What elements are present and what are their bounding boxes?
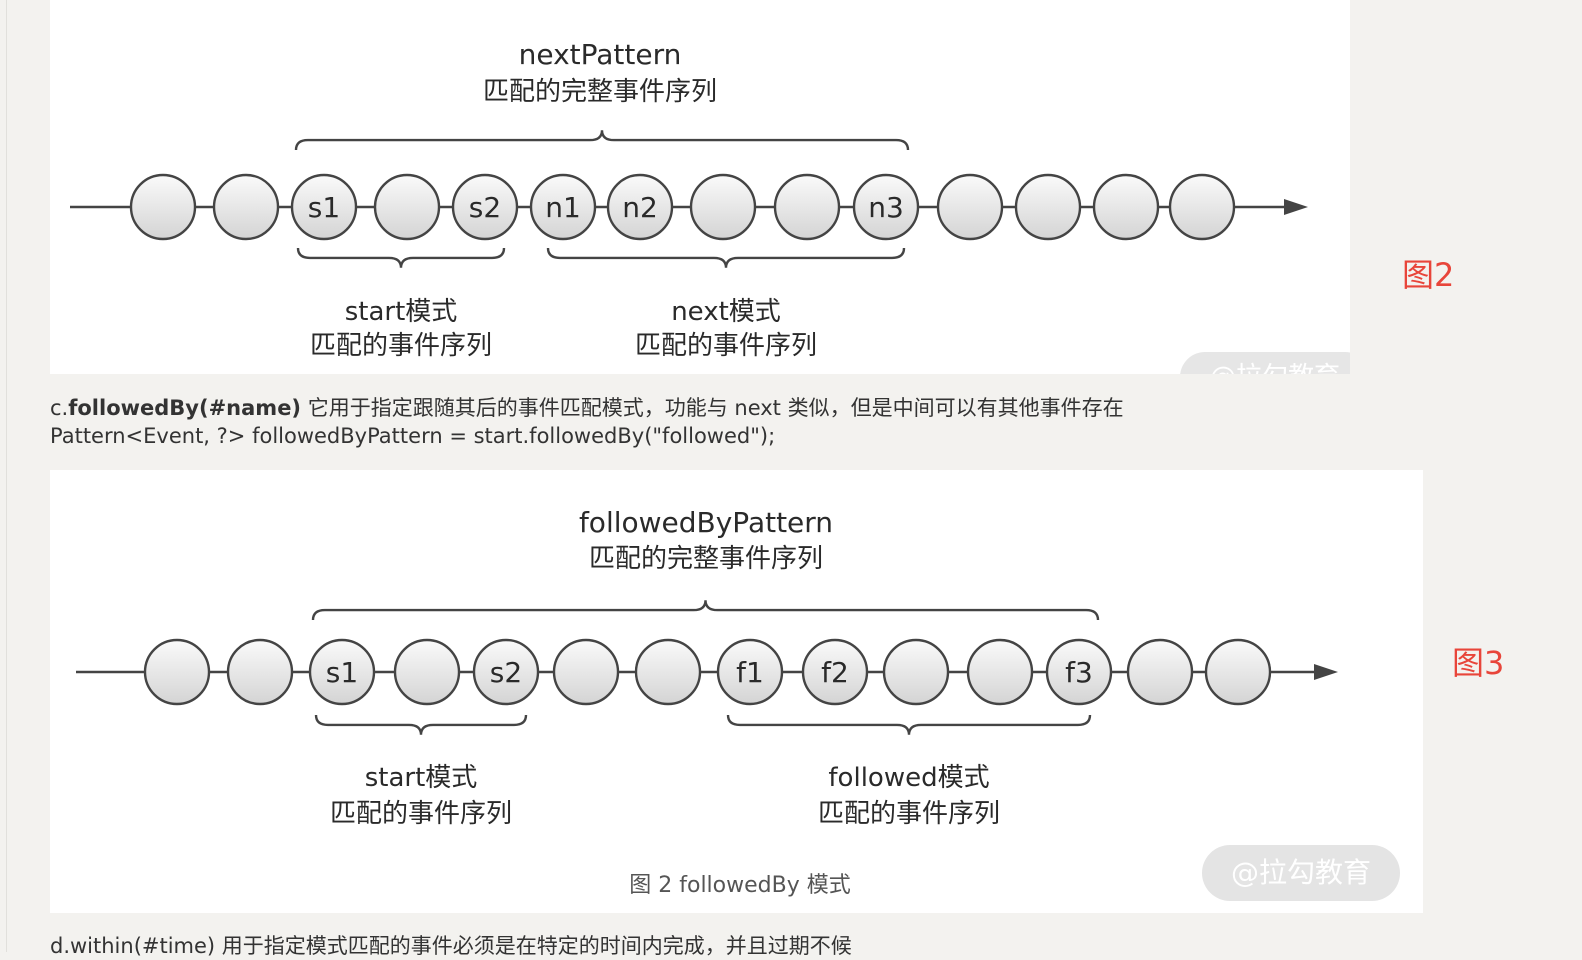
event-node <box>529 173 597 241</box>
event-node-label: n3 <box>868 191 904 224</box>
event-node-label: s2 <box>469 191 501 224</box>
followedby-code-line: Pattern<Event, ?> followedByPattern = st… <box>50 424 776 448</box>
event-node <box>716 638 784 706</box>
event-node <box>308 638 376 706</box>
event-node-label: s1 <box>326 656 358 689</box>
followedby-keyword: followedBy(#name) <box>68 396 302 420</box>
figure-next-pattern: @拉勾教育 s1 s2 n1 n2 n3 nextPattern 匹配的完整事件序列 star… <box>50 0 1350 374</box>
event-node <box>936 173 1004 241</box>
paragraph-prefix: c. <box>50 396 69 420</box>
start-pattern-sublabel: 匹配的事件序列 <box>310 331 492 361</box>
followedby-pattern-diagram: s1 s2 f1 f2 f3 followedByPattern 匹配的完整事件序列 star… <box>76 506 1338 829</box>
event-node-label: f1 <box>736 656 764 689</box>
second-pattern-sublabel: 匹配的事件序列 <box>635 331 817 361</box>
arrow-head-icon <box>1284 199 1308 215</box>
event-node-label: s1 <box>308 191 340 224</box>
event-node <box>689 173 757 241</box>
event-node <box>373 173 441 241</box>
event-node <box>634 638 702 706</box>
figure-caption: 图 2 followedBy 模式 <box>629 873 851 898</box>
event-node-label: n2 <box>622 191 658 224</box>
full-pattern-label: nextPattern <box>519 38 682 71</box>
figure-followedby-pattern: s1 s2 f1 f2 f3 followedByPattern 匹配的完整事件序列 star… <box>50 470 1423 913</box>
start-pattern-label: start模式 <box>365 763 478 793</box>
event-node <box>451 173 519 241</box>
event-node-label: f3 <box>1065 656 1093 689</box>
arrow-head-icon <box>1314 664 1338 680</box>
event-node-label: f2 <box>821 656 849 689</box>
event-node <box>290 173 358 241</box>
event-node <box>393 638 461 706</box>
event-node <box>801 638 869 706</box>
event-node <box>552 638 620 706</box>
event-node <box>129 173 197 241</box>
full-pattern-sublabel: 匹配的完整事件序列 <box>483 77 717 107</box>
event-node <box>1126 638 1194 706</box>
second-pattern-sublabel: 匹配的事件序列 <box>818 799 1000 829</box>
event-node <box>606 173 674 241</box>
within-description: d.within(#time) 用于指定模式匹配的事件必须是在特定的时间内完成，… <box>50 934 852 958</box>
event-node <box>1014 173 1082 241</box>
next-pattern-diagram: s1 s2 n1 n2 n3 nextPattern 匹配的完整事件序列 start模式匹配的… <box>70 38 1308 361</box>
watermark-figure3: @拉勾教育 <box>1202 845 1400 901</box>
start-sequence-brace <box>314 714 528 735</box>
watermark-figure2: @拉勾教育 <box>1180 352 1350 374</box>
event-node-label: s2 <box>490 656 522 689</box>
start-pattern-sublabel: 匹配的事件序列 <box>330 799 512 829</box>
full-pattern-sublabel: 匹配的完整事件序列 <box>589 544 823 574</box>
full-sequence-brace <box>311 600 1100 621</box>
second-pattern-label: followed模式 <box>828 763 989 793</box>
event-node <box>966 638 1034 706</box>
event-node <box>1045 638 1113 706</box>
event-node <box>1168 173 1236 241</box>
event-node <box>143 638 211 706</box>
event-node <box>852 173 920 241</box>
figure2-side-label: 图2 <box>1402 256 1455 294</box>
figure3-side-label: 图3 <box>1452 644 1505 682</box>
event-node <box>472 638 540 706</box>
start-sequence-brace <box>296 247 506 268</box>
followedby-description: c.followedBy(#name) 它用于指定跟随其后的事件匹配模式，功能与… <box>50 392 1124 422</box>
full-sequence-brace <box>294 130 910 151</box>
full-pattern-label: followedByPattern <box>579 506 833 539</box>
start-pattern-label: start模式 <box>345 297 458 327</box>
event-node <box>1092 173 1160 241</box>
event-node <box>212 173 280 241</box>
event-node <box>226 638 294 706</box>
second-sequence-brace <box>726 714 1092 735</box>
paragraph-text: 它用于指定跟随其后的事件匹配模式，功能与 next 类似，但是中间可以有其他事件… <box>301 396 1124 420</box>
second-sequence-brace <box>546 247 906 268</box>
event-node <box>773 173 841 241</box>
event-node <box>1204 638 1272 706</box>
event-node <box>882 638 950 706</box>
left-divider <box>6 0 7 952</box>
second-pattern-label: next模式 <box>671 297 781 327</box>
event-node-label: n1 <box>545 191 581 224</box>
